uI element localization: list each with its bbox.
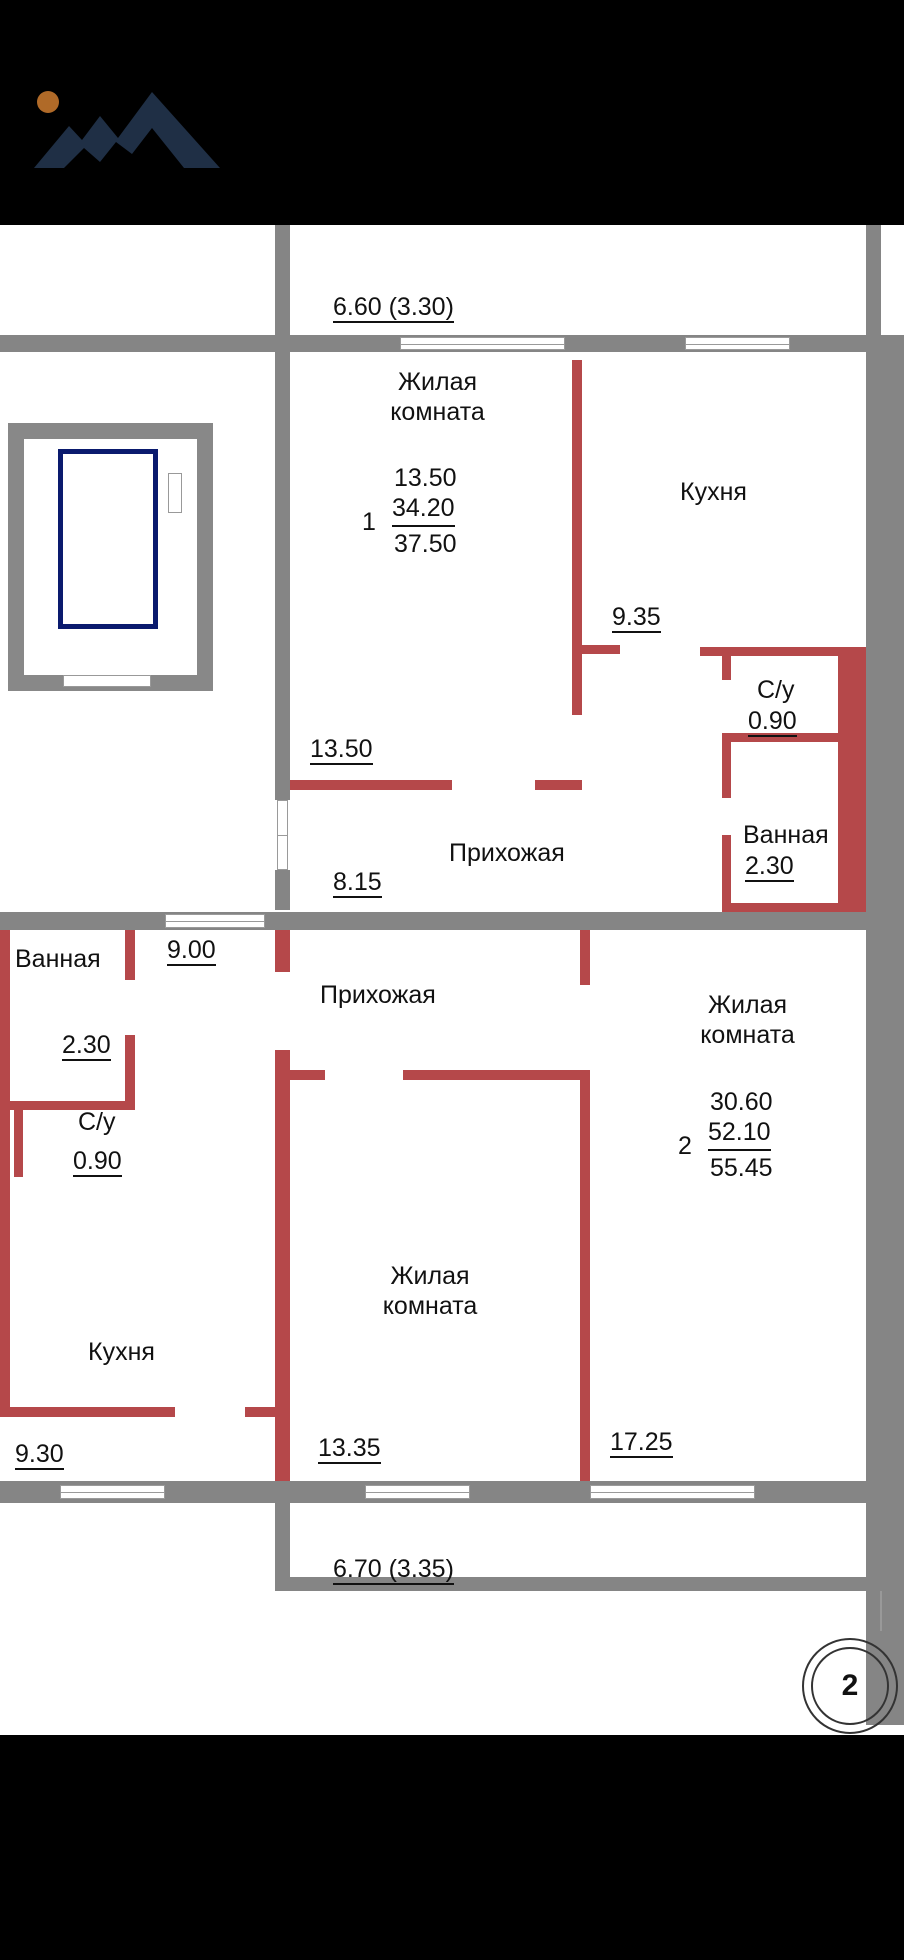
mountain-logo-icon (34, 91, 220, 168)
lower-bathroom-label: Ванная (15, 945, 101, 973)
lower-toilet-label: С/у (78, 1108, 116, 1136)
lower-living-room-small-area: 13.35 (318, 1434, 381, 1464)
upper-balcony-area: 6.60 (3.30) (333, 293, 454, 323)
elevator-icon (58, 449, 158, 629)
upper-toilet-area: 0.90 (748, 707, 797, 737)
lower-hallway-label: Прихожая (320, 981, 436, 1009)
lower-kitchen-area: 9.30 (15, 1440, 64, 1470)
upper-summary: 1 13.50 34.20 37.50 (362, 464, 457, 558)
elevator-shaft (8, 423, 213, 691)
upper-kitchen-label: Кухня (680, 478, 747, 506)
upper-kitchen-area: 9.35 (612, 603, 661, 633)
upper-bathroom-label: Ванная (743, 821, 829, 849)
upper-toilet-label: С/у (757, 676, 795, 704)
lower-bathroom-area: 2.30 (62, 1031, 111, 1061)
upper-hallway-area: 8.15 (333, 868, 382, 898)
floor-number-badge: 2 (802, 1638, 898, 1734)
lower-hallway-area: 9.00 (167, 936, 216, 966)
upper-living-room-area: 13.50 (310, 735, 373, 765)
upper-bathroom-area: 2.30 (745, 852, 794, 882)
lower-kitchen-label: Кухня (88, 1338, 155, 1366)
lower-balcony-area: 6.70 (3.35) (333, 1555, 454, 1585)
lower-summary: 2 30.60 52.10 55.45 (678, 1088, 773, 1182)
lower-living-room-large-area: 17.25 (610, 1428, 673, 1458)
upper-hallway-label: Прихожая (449, 839, 565, 867)
lower-toilet-area: 0.90 (73, 1147, 122, 1177)
